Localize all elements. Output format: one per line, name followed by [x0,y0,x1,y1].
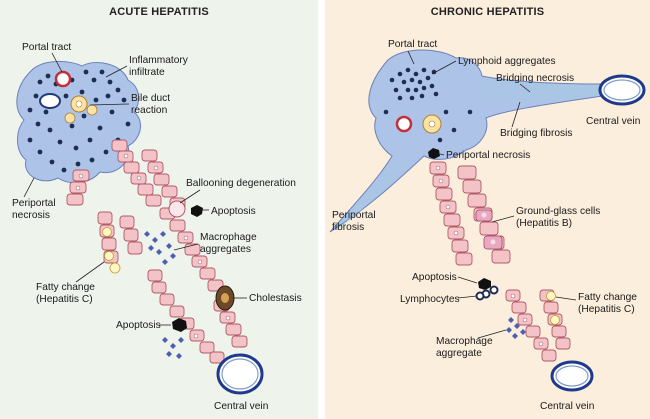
label-acute-inflammatory-1: Inflammatory [129,55,189,66]
label-acute-macrophage-2: aggregates [200,244,251,255]
chronic-hepatic-artery [395,115,413,133]
acute-panel-title: ACUTE HEPATITIS [109,6,209,18]
acute-portal-tract [16,61,142,184]
label-chronic-macrophage-2: aggregate [436,348,482,359]
acute-apoptotic-body-top [191,205,203,217]
chronic-ground-glass-cells [475,209,503,250]
label-chronic-fatty-2: (Hepatitis C) [578,304,635,315]
label-chronic-periportal-fibrosis-1: Periportal [332,210,376,221]
label-chronic-macrophage-1: Macrophage [436,336,493,347]
chronic-illustration: Portal tract Lymphoid aggregates Bridgin… [329,39,646,412]
label-acute-inflammatory-2: infiltrate [129,67,165,78]
chronic-panel-title: CHRONIC HEPATITIS [430,6,545,18]
label-chronic-apoptosis: Apoptosis [412,272,457,283]
label-acute-macrophage-1: Macrophage [200,232,257,243]
label-acute-bile-duct-2: reaction [131,105,167,116]
acute-cholestasis-cell [215,285,235,311]
label-acute-ballooning: Ballooning degeneration [186,178,296,189]
acute-fatty-change-cells [102,227,121,274]
label-acute-periportal-1: Periportal [12,198,56,209]
label-chronic-central-vein-bottom: Central vein [540,401,594,412]
label-acute-cholestasis: Cholestasis [249,293,302,304]
chronic-bridging-fibrosis-strands [333,81,601,229]
chronic-central-vein-bottom [550,360,594,392]
label-acute-portal-tract: Portal tract [22,42,71,53]
label-acute-central-vein: Central vein [214,401,268,412]
acute-inflammatory-cells [27,69,131,173]
chronic-portal-tract [329,49,603,233]
label-acute-bile-duct-1: Bile duct [131,93,170,104]
label-chronic-central-vein-top: Central vein [586,116,640,127]
label-acute-fatty-1: Fatty change [36,282,95,293]
label-acute-periportal-2: necrosis [12,210,50,221]
label-chronic-fatty-1: Fatty change [578,292,637,303]
chronic-central-vein-top [598,74,646,106]
label-chronic-lymphocytes: Lymphocytes [400,294,460,305]
label-acute-fatty-2: (Hepatitis C) [36,294,93,305]
acute-central-vein [216,353,264,395]
panel-divider [318,0,325,419]
chronic-apoptotic-body [478,278,491,290]
chronic-hepatocyte-plates [429,161,571,362]
chronic-macrophage-aggregate [506,317,526,339]
chronic-lymphoid-aggregate [383,67,473,143]
label-chronic-portal-tract: Portal tract [388,39,437,50]
chronic-fatty-change-cells [546,291,560,325]
acute-portal-vein [39,93,61,109]
label-chronic-ground-glass-1: Ground-glass cells [516,206,600,217]
chronic-bile-duct [422,114,442,134]
acute-illustration: Portal tract Inflammatory infiltrate Bil… [12,42,302,412]
chronic-periportal-necrosis-cell [428,148,440,159]
acute-apoptotic-body-bottom [172,318,187,332]
label-chronic-periportal-necrosis: Periportal necrosis [446,150,530,161]
label-chronic-lymphoid: Lymphoid aggregates [458,56,556,67]
label-acute-apoptosis-bottom: Apoptosis [116,320,161,331]
label-chronic-bridging-necrosis: Bridging necrosis [496,73,574,84]
label-acute-apoptosis-top: Apoptosis [211,206,256,217]
acute-macrophage-aggregates [144,231,184,359]
label-chronic-periportal-fibrosis-2: fibrosis [332,222,364,233]
acute-hepatic-artery [54,70,72,88]
label-chronic-ground-glass-2: (Hepatitis B) [516,218,572,229]
acute-bile-duct [70,95,88,113]
label-chronic-bridging-fibrosis: Bridging fibrosis [500,128,572,139]
acute-ballooned-hepatocyte [168,200,186,218]
